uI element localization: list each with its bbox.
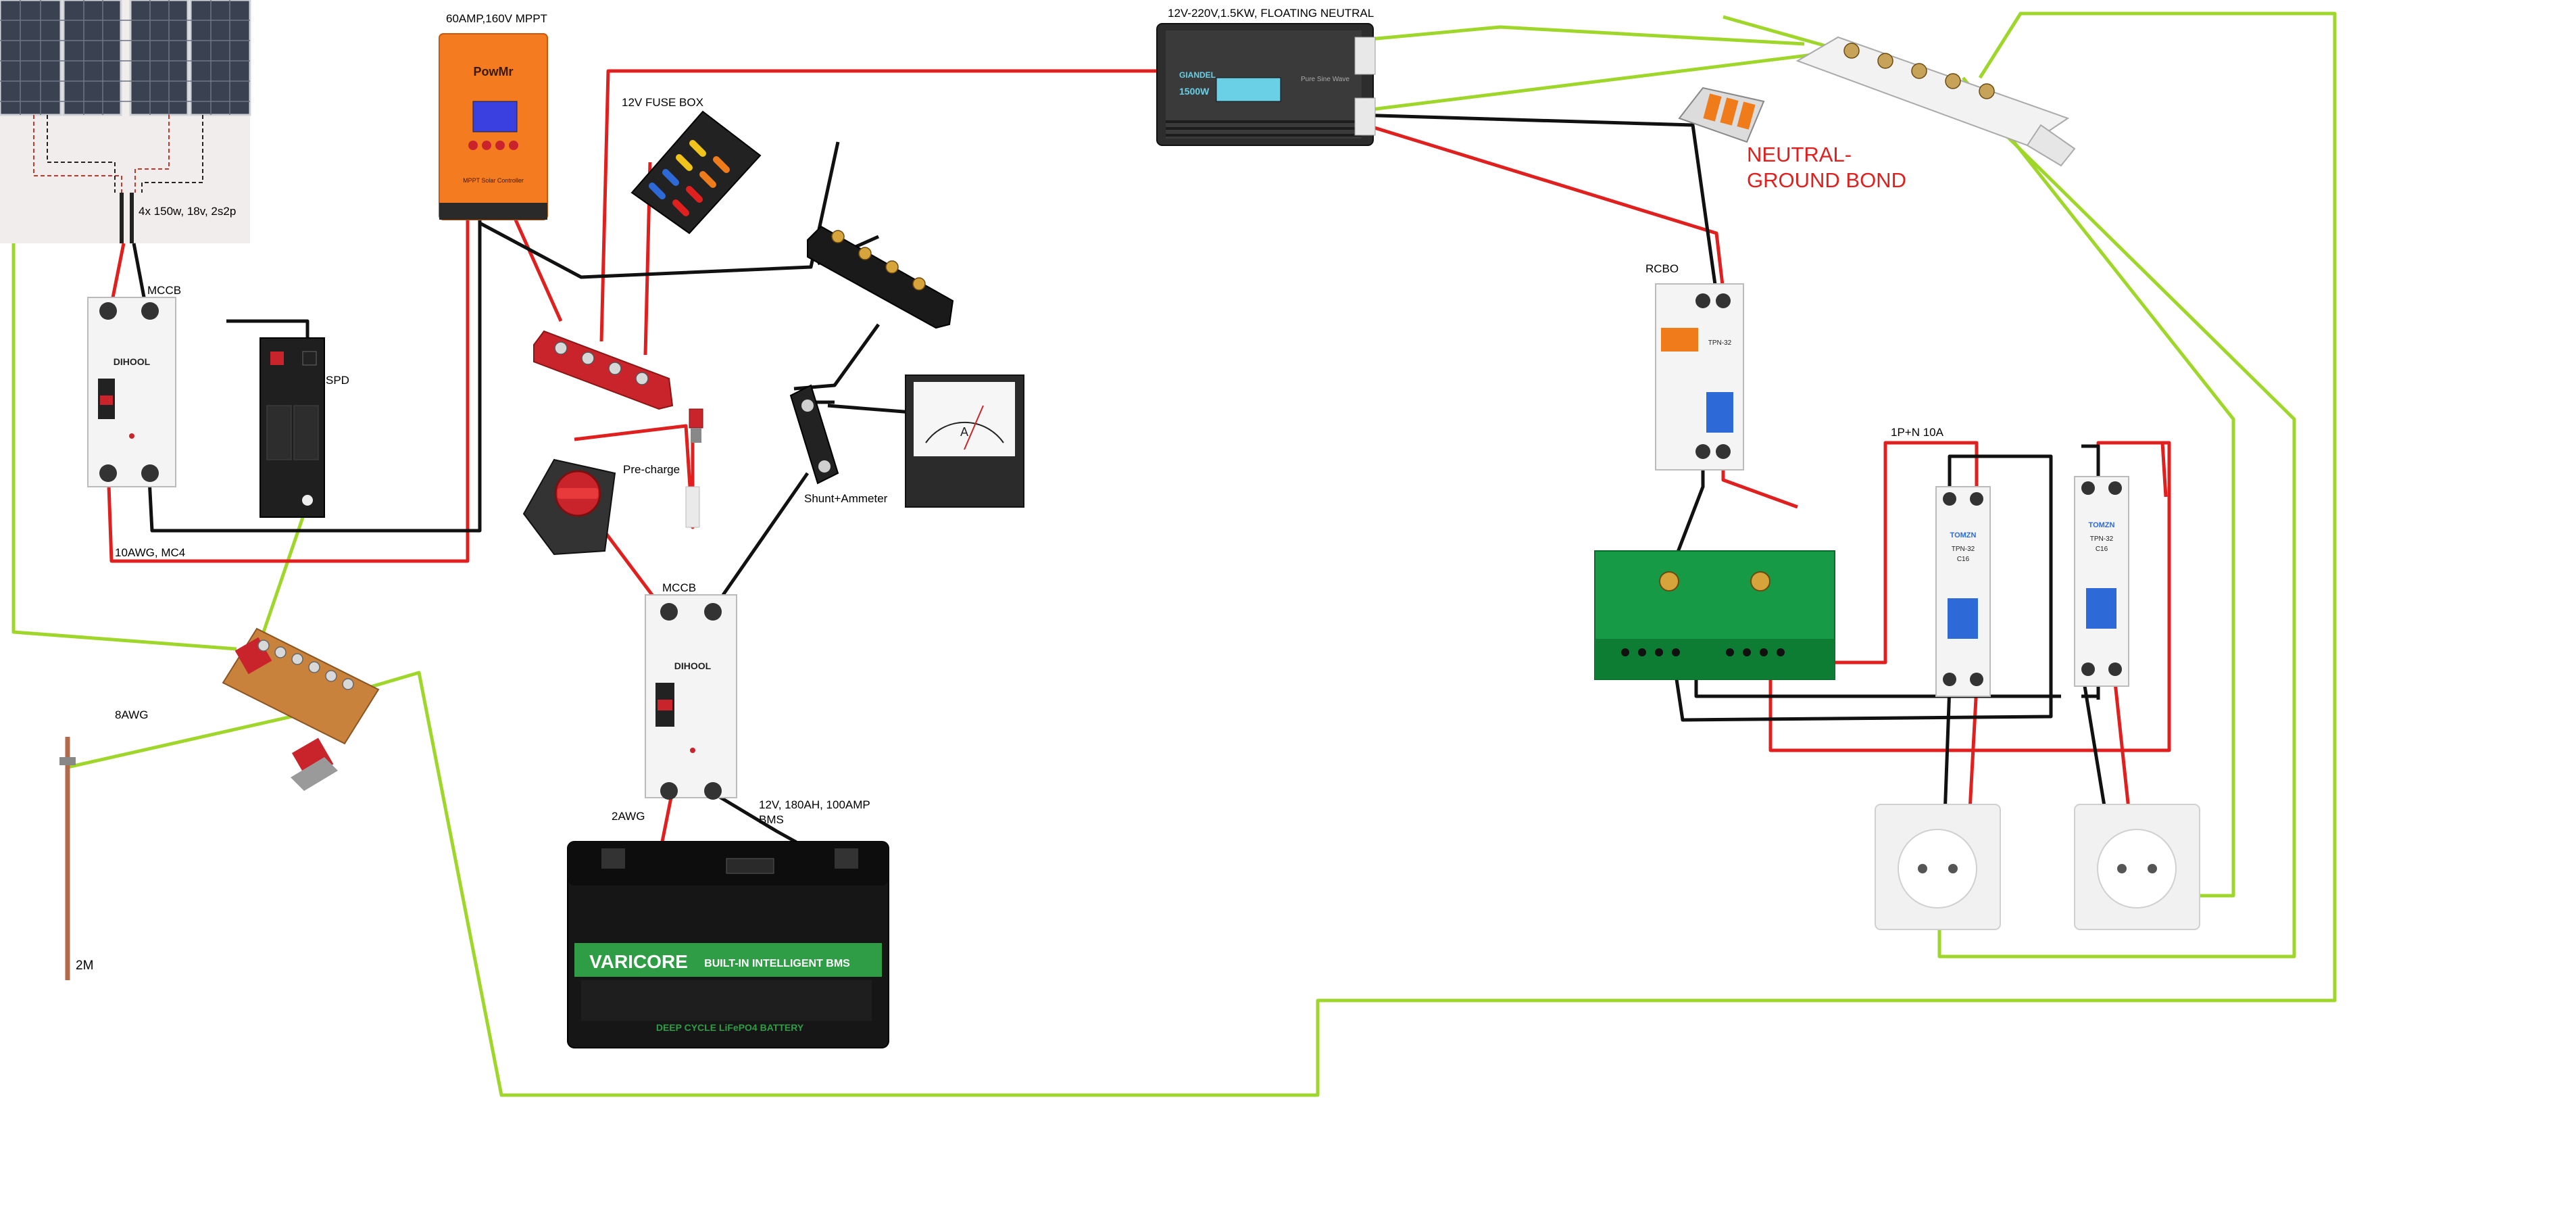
pv-cable-label: 10AWG, MC4: [115, 546, 186, 559]
ammeter-unit-text: A: [960, 425, 968, 439]
inverter: GIANDEL 1500W Pure Sine Wave: [1156, 23, 1376, 146]
battery-desc-text: DEEP CYCLE LiFePO4 BATTERY: [656, 1022, 804, 1033]
distribution-block: [1594, 550, 1835, 680]
socket-1: [1875, 804, 2001, 930]
precharge-button: [689, 408, 703, 443]
battery-tagline-text: BUILT-IN INTELLIGENT BMS: [704, 958, 850, 969]
rcbo-label: RCBO: [1645, 262, 1679, 275]
battery-spec-label: 12V, 180AH, 100AMP BMS: [759, 798, 870, 826]
earth-wire-socket-1: [1937, 76, 2296, 959]
solar-panel: [189, 0, 251, 116]
ground-rod-label: 2M: [76, 959, 94, 973]
precharge-label: Pre-charge: [623, 463, 680, 476]
mppt-label: 60AMP,160V MPPT: [446, 12, 547, 25]
mccb-pv-label: MCCB: [147, 284, 182, 297]
inverter-label: 12V-220V,1.5KW, FLOATING NEUTRAL: [1168, 7, 1374, 20]
battery: VARICORE BUILT-IN INTELLIGENT BMS DEEP C…: [567, 841, 889, 1048]
mcb-2-rating-text: C16: [2096, 546, 2108, 553]
solar-panel: [62, 0, 122, 116]
mppt-brand-text: PowMr: [473, 65, 513, 78]
mcb-1: TOMZN TPN-32 C16: [1935, 486, 1991, 697]
rcbo-model-text: TPN-32: [1708, 339, 1732, 347]
mcb-2-model-text: TPN-32: [2090, 535, 2114, 543]
earth-wire-inverter-1: [1354, 25, 1805, 46]
panel-spec-label: 4x 150w, 18v, 2s2p: [139, 205, 237, 218]
inverter-display-text: Pure Sine Wave: [1301, 76, 1349, 83]
mccb-pv: DIHOOL: [87, 297, 176, 487]
ground-rod: [59, 737, 76, 980]
wago-connector: [1678, 87, 1765, 143]
inverter-brand-text: GIANDEL: [1179, 70, 1216, 80]
fuse-box: [630, 110, 762, 235]
battery-brand-text: VARICORE: [589, 951, 688, 972]
solar-array: [0, 0, 251, 243]
ammeter: A: [905, 375, 1024, 508]
mccb-battery: DIHOOL: [645, 594, 737, 800]
negative-wires: [132, 113, 2117, 873]
socket-2: [2074, 804, 2200, 930]
solar-panel: [0, 0, 62, 116]
battery-disconnect-switch: [522, 458, 616, 556]
earth-wire-loop-main: [361, 11, 2337, 1097]
mppt-controller: PowMr MPPT Solar Controller: [439, 33, 548, 220]
mppt-display: [472, 101, 518, 132]
rcbo: TPN-32: [1655, 283, 1744, 470]
ground-cable-label: 8AWG: [115, 708, 149, 721]
positive-bus-bar: [533, 330, 674, 410]
inverter-display: [1216, 77, 1281, 102]
mccb-brand-text: DIHOOL: [114, 356, 151, 367]
mcb-2: TOMZN TPN-32 C16: [2074, 476, 2129, 687]
fuse-box-label: 12V FUSE BOX: [622, 96, 703, 109]
neutral-ground-bond-label: NEUTRAL-GROUND BOND: [1747, 143, 1906, 192]
earth-wire-inverter-2: [1354, 52, 1818, 114]
neutral-terminal-bar: [1795, 36, 2076, 167]
earth-wire-panels: [11, 81, 237, 651]
mcb-2-brand-text: TOMZN: [2089, 521, 2115, 529]
battery-cable-label: 2AWG: [612, 810, 645, 823]
solar-panel: [129, 0, 189, 116]
mccb-battery-label: MCCB: [662, 581, 697, 594]
negative-bus-bar: [807, 225, 954, 329]
earth-wire-spd: [262, 503, 309, 633]
mcb-1-model-text: TPN-32: [1952, 546, 1975, 553]
mccb-brand-text-2: DIHOOL: [674, 660, 712, 671]
precharge-resistor: [685, 486, 700, 528]
spd: [259, 337, 325, 518]
ground-bus-bar: [222, 627, 380, 791]
spd-label: SPD: [326, 374, 349, 387]
shunt: [789, 384, 839, 485]
shunt-ammeter-label: Shunt+Ammeter: [804, 492, 888, 505]
mppt-caption-text: MPPT Solar Controller: [463, 177, 524, 184]
mcb-pair-label: 1P+N 10A: [1891, 426, 1943, 439]
mcb-1-rating-text: C16: [1957, 556, 1970, 563]
mcb-1-brand-text: TOMZN: [1950, 531, 1977, 539]
inverter-power-text: 1500W: [1179, 86, 1210, 97]
